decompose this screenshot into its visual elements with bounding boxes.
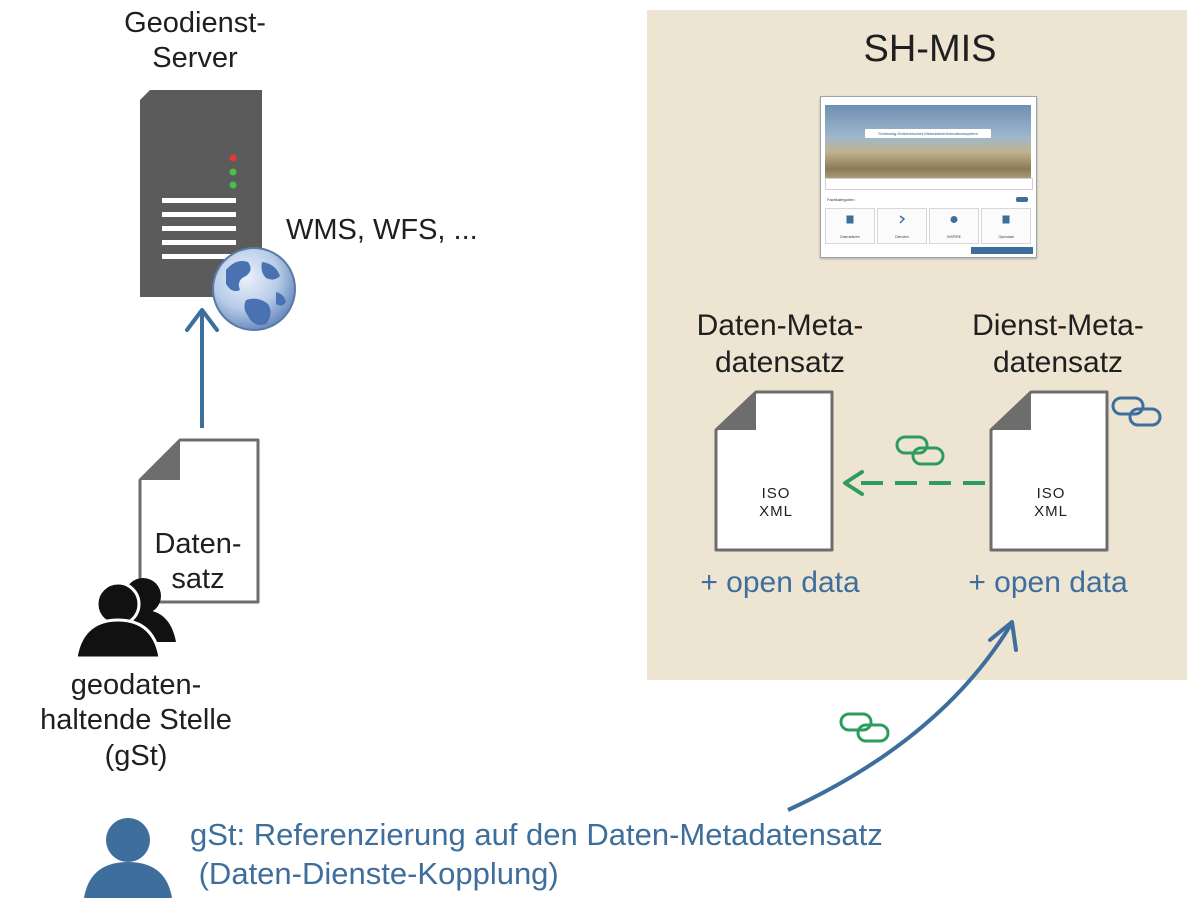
- portal-tile-label: INSPIRE: [946, 235, 961, 239]
- data-metadata-document-icon: [714, 390, 834, 552]
- portal-footer-bar: [971, 247, 1033, 254]
- service-metadata-opendata-tag: + open data: [968, 566, 1128, 599]
- portal-tile-label: Datensätzen: [840, 235, 860, 239]
- data-holder-label: geodaten- haltende Stelle (gSt): [40, 669, 232, 772]
- portal-tile-label: Diensten: [895, 235, 909, 239]
- service-icon: [899, 215, 906, 224]
- caption-line-1: gSt: Referenzierung auf den Daten-Metada…: [190, 817, 883, 852]
- portal-tile: INSPIRE: [929, 208, 979, 244]
- server-title: Geodienst- Server: [124, 7, 266, 75]
- users-icon: [74, 578, 176, 660]
- panel-title: SH-MIS: [863, 28, 997, 70]
- link-icon-bottom: [839, 712, 890, 743]
- dataset-document-icon: [138, 438, 260, 604]
- portal-category-title: Fachkategorien: [827, 197, 855, 202]
- link-icon: [895, 435, 945, 466]
- service-metadata-title: Dienst-Meta- datensatz: [972, 309, 1144, 379]
- person-icon: [84, 818, 172, 898]
- portal-toggle: [1016, 197, 1028, 202]
- portal-screenshot: Schleswig-Holsteinisches Metadateninform…: [820, 96, 1037, 258]
- portal-tile: Diensten: [877, 208, 927, 244]
- link-icon-blue: [1111, 396, 1162, 427]
- reference-arrow: [787, 620, 1018, 812]
- chart-icon: [1002, 215, 1010, 224]
- portal-search-bar: [825, 178, 1033, 190]
- portal-hero-image: Schleswig-Holsteinisches Metadateninform…: [825, 105, 1031, 190]
- globe-icon: [212, 247, 296, 331]
- service-metadata-document-icon: [989, 390, 1109, 552]
- portal-tiles: Datensätzen Diensten INSPIRE Opendata: [825, 208, 1031, 244]
- service-metadata-doc-label: ISO XML: [1034, 485, 1068, 521]
- dataset-label: Daten- satz: [154, 528, 242, 596]
- data-metadata-title: Daten-Meta- datensatz: [696, 309, 864, 379]
- portal-tile-label: Opendata: [998, 235, 1014, 239]
- server-icon: [140, 90, 262, 297]
- globe-small-icon: [950, 216, 958, 223]
- coupling-arrow: [843, 470, 985, 496]
- portal-tile: Opendata: [981, 208, 1031, 244]
- data-metadata-opendata-tag: + open data: [700, 566, 860, 599]
- caption-line-2: (Daten-Dienste-Kopplung): [190, 856, 559, 891]
- portal-banner: Schleswig-Holsteinisches Metadateninform…: [865, 129, 991, 138]
- upload-arrow: [185, 308, 219, 428]
- data-metadata-doc-label: ISO XML: [759, 485, 793, 521]
- portal-tile: Datensätzen: [825, 208, 875, 244]
- map-icon: [846, 215, 854, 224]
- services-label: WMS, WFS, ...: [286, 214, 478, 246]
